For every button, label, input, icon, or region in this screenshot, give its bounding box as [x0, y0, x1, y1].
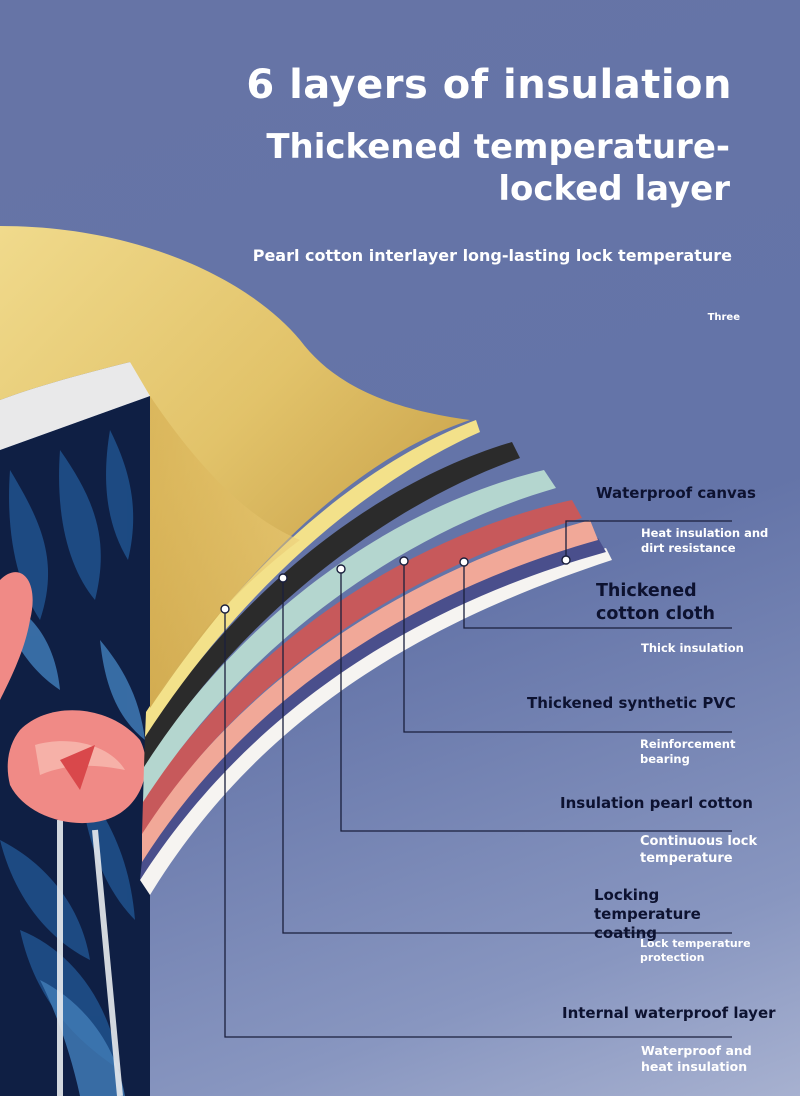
layer-4-description: Continuous lock temperature	[640, 834, 758, 866]
layer-5-title: Locking temperature coating	[594, 886, 701, 942]
layer-3-description: Reinforcement bearing	[640, 737, 736, 766]
gold-foil-layer	[0, 226, 470, 708]
flamingo-shape	[0, 572, 146, 824]
tagline: Pearl cotton interlayer long-lasting loc…	[252, 246, 732, 265]
layer-5-description: Lock temperature protection	[640, 937, 751, 964]
bag-pattern-panel	[0, 396, 150, 1096]
page-title: 6 layers of insulation	[246, 62, 732, 108]
layer-6-description: Waterproof and heat insulation	[641, 1043, 752, 1074]
leader-lines	[224, 520, 732, 1038]
bag-rim	[0, 362, 150, 450]
layer-1-description: Heat insulation and dirt resistance	[641, 526, 769, 555]
section-marker: Three	[707, 312, 740, 323]
layer-3-title: Thickened synthetic PVC	[527, 694, 736, 712]
layer-4-title: Insulation pearl cotton	[560, 794, 753, 812]
layer-6-title: Internal waterproof layer	[562, 1004, 776, 1022]
page-subtitle: Thickened temperature-locked layer	[266, 127, 730, 209]
leader-dots	[220, 555, 571, 614]
layer-2-title: Thickened cotton cloth	[596, 581, 715, 624]
layer-2-description: Thick insulation	[641, 641, 744, 655]
layer-1-title: Waterproof canvas	[596, 484, 756, 502]
